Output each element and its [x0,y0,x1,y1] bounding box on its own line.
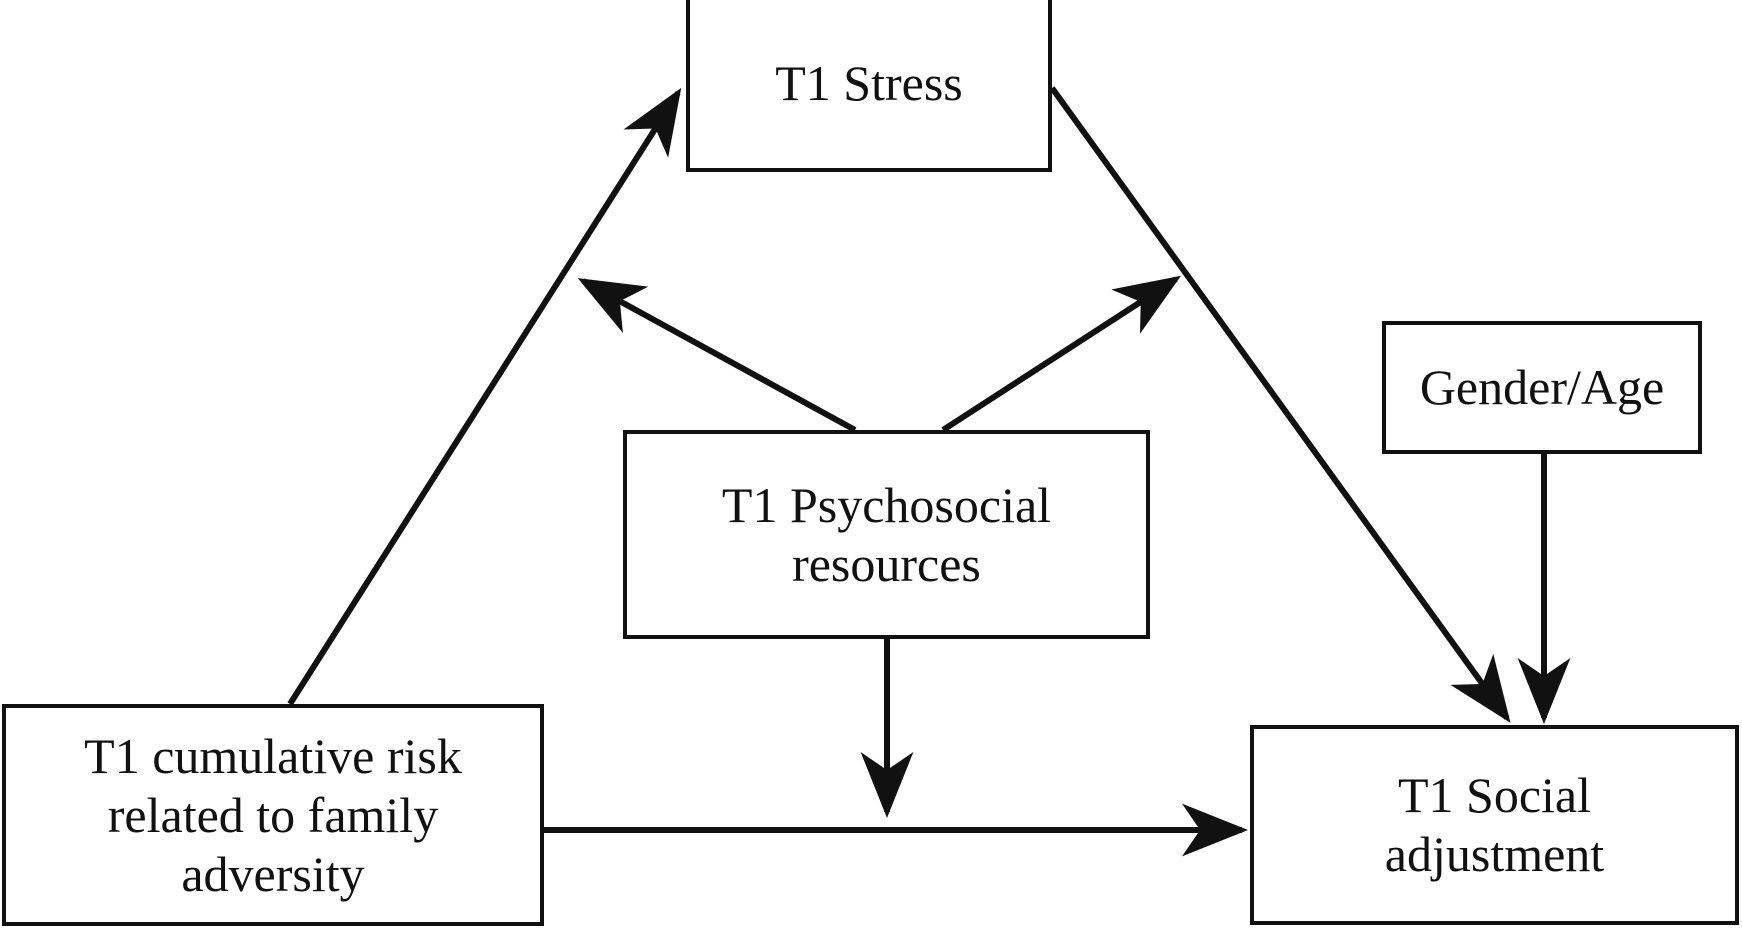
node-t1-cumulative-risk-label: T1 cumulative risk related to family adv… [84,727,462,902]
node-gender-age-label: Gender/Age [1419,359,1665,415]
node-t1-cumulative-risk[interactable]: T1 cumulative risk related to family adv… [2,704,544,926]
node-gender-age[interactable]: Gender/Age [1382,321,1702,454]
edge-risk-to-stress [287,87,682,706]
node-t1-psychosocial-resources-label: T1 Psychosocial resources [721,476,1052,592]
node-t1-social-adjustment[interactable]: T1 Social adjustment [1250,725,1739,925]
edge-stress-to-social [1049,86,1511,723]
node-t1-stress-label: T1 Stress [775,54,963,111]
node-t1-social-adjustment-label: T1 Social adjustment [1384,767,1605,882]
edge-psychosocial-moderates-stress-social [941,275,1182,433]
node-t1-psychosocial-resources[interactable]: T1 Psychosocial resources [623,430,1150,639]
edge-psychosocial-moderates-risk-stress [577,278,857,433]
node-t1-stress[interactable]: T1 Stress [686,0,1052,172]
